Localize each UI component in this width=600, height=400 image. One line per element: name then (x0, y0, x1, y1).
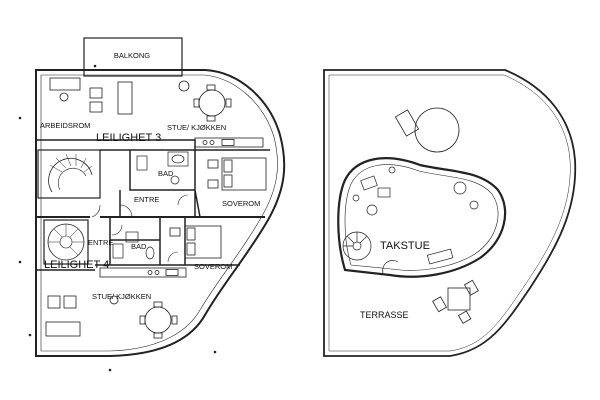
kitchen-counter-3 (194, 137, 264, 148)
partitions-unit4 (36, 217, 240, 271)
terrace-outline (323, 69, 577, 357)
label-terrace: TERRASSE (360, 310, 409, 320)
roof-plan (323, 69, 577, 357)
living-furniture-4 (45, 295, 119, 337)
label-bath-3: BAD (158, 169, 174, 178)
label-entrance-4: ENTRE (88, 238, 113, 247)
label-bedroom-3: SOVEROM (222, 199, 260, 208)
bed-unit3 (207, 157, 267, 191)
terrace-round-table (394, 107, 460, 153)
dining-table-3 (193, 84, 232, 122)
balcony (83, 37, 183, 77)
label-balcony: BALKONG (114, 51, 150, 60)
dining-table-4 (139, 301, 178, 339)
label-study: ARBEIDSROM (40, 121, 90, 130)
bath-fixtures-4 (112, 231, 155, 260)
study-desk (49, 77, 81, 102)
label-bath-4: BAD (131, 242, 147, 251)
lounge-furniture (352, 166, 479, 274)
floor-plan (18, 37, 286, 372)
roof-lounge-wall (337, 157, 507, 278)
stair-lower (43, 219, 89, 265)
label-entrance-3: ENTRE (134, 195, 159, 204)
floor-outer-wall (35, 69, 286, 357)
label-living-kitchen-3: STUE/ KJØKKEN (167, 123, 226, 132)
stair-upper (37, 149, 101, 199)
floor-outer-wall-inner (40, 74, 278, 352)
terrace-table-set (432, 279, 479, 324)
label-unit-4: LEILIGHET 4 (44, 259, 109, 271)
column-markers (18, 64, 217, 372)
roof-stair (342, 231, 372, 261)
living-furniture-3 (89, 80, 190, 115)
terrace-outline-inner (328, 74, 571, 352)
label-living-kitchen-4: STUE/ KJØKKEN (92, 292, 151, 301)
bath-fixtures-3 (136, 151, 189, 185)
label-roof-lounge: TAKSTUE (380, 240, 430, 252)
kitchen-counter-4 (99, 267, 187, 278)
roof-lounge-wall-inner (344, 164, 499, 271)
label-bedroom-4: SOVEROM (194, 262, 232, 271)
label-unit-3: LEILIGHET 3 (96, 132, 161, 144)
bed-unit4 (169, 225, 222, 259)
doors-floor (91, 194, 189, 263)
